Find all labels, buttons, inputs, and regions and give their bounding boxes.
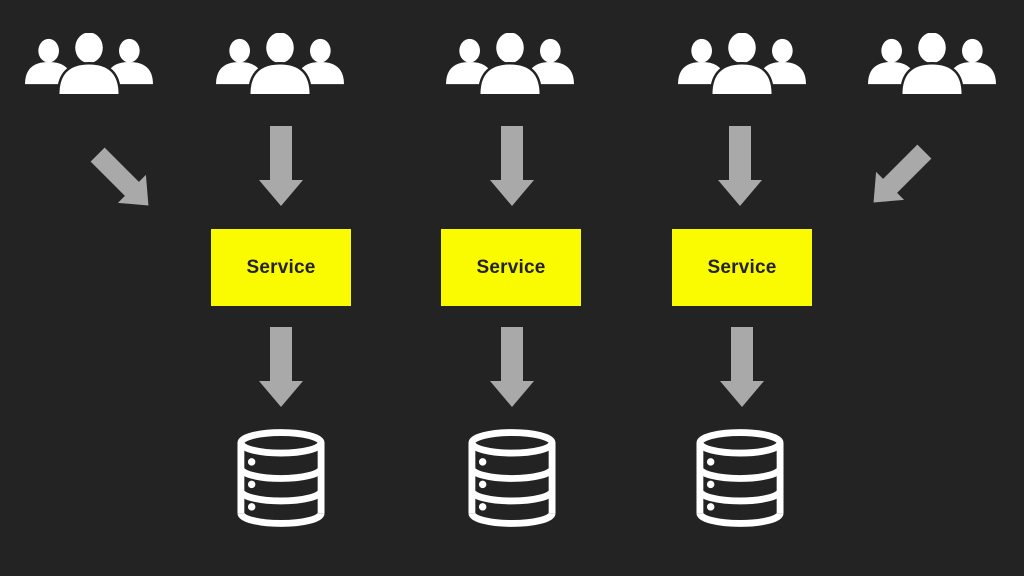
service-label: Service [476, 256, 546, 278]
arrow-down-icon [259, 126, 303, 206]
users-icon [22, 33, 156, 94]
arrow-down-icon [490, 327, 534, 407]
arrow-down-icon [490, 126, 534, 206]
users-icon [443, 33, 577, 94]
users-icon [675, 33, 809, 94]
service-box: Service [441, 229, 581, 306]
database-icon [468, 429, 556, 527]
arrow-down-right-icon [83, 140, 162, 219]
service-label: Service [707, 256, 777, 278]
arrow-down-left-icon [859, 137, 938, 216]
arrow-down-icon [718, 126, 762, 206]
users-icon [213, 33, 347, 94]
service-box: Service [672, 229, 812, 306]
service-label: Service [246, 256, 316, 278]
users-icon [865, 33, 999, 94]
database-icon [696, 429, 784, 527]
service-box: Service [211, 229, 351, 306]
database-icon [237, 429, 325, 527]
arrow-down-icon [720, 327, 764, 407]
arrow-down-icon [259, 327, 303, 407]
